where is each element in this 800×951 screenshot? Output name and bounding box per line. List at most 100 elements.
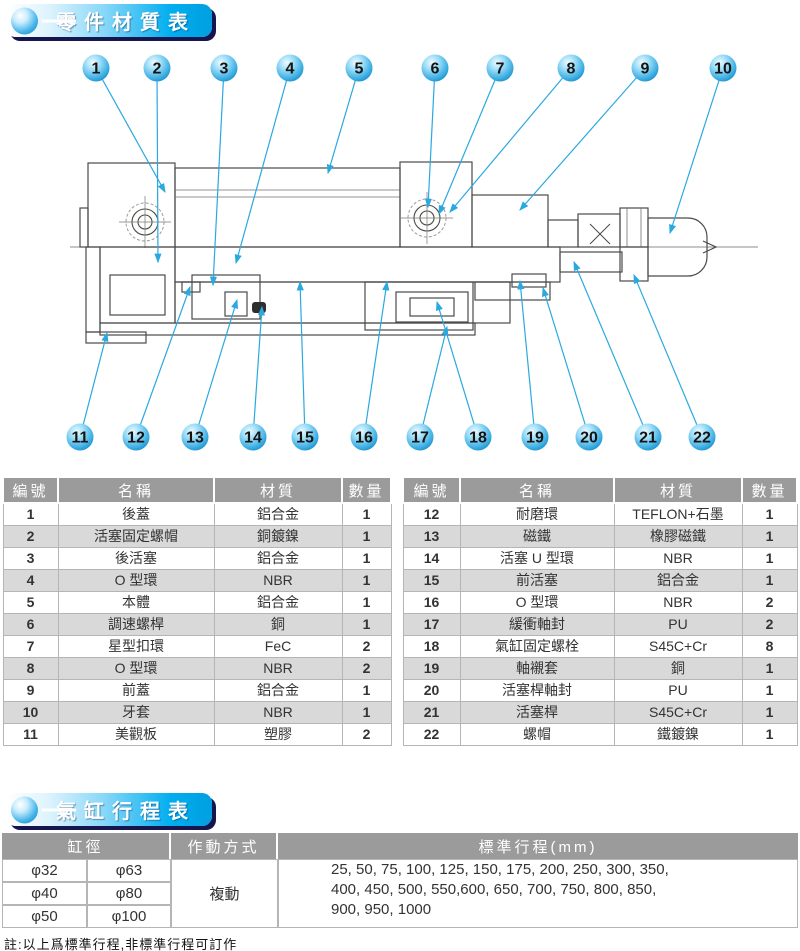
dash-line xyxy=(42,808,76,811)
bore-cell: φ100 xyxy=(87,905,171,928)
svg-text:20: 20 xyxy=(580,430,598,447)
bore-cell: φ63 xyxy=(87,859,171,882)
dash-line xyxy=(42,19,76,22)
svg-text:9: 9 xyxy=(641,61,650,78)
callout-6: 6 xyxy=(421,54,449,82)
callout-2: 2 xyxy=(143,54,171,82)
callout-7: 7 xyxy=(486,54,514,82)
col-header-bore: 缸徑 xyxy=(2,833,171,859)
svg-text:1: 1 xyxy=(92,61,101,78)
rod-section xyxy=(559,251,623,273)
callouts-top: 1 2 3 4 5 6 7 8 9 10 xyxy=(82,54,737,82)
svg-text:16: 16 xyxy=(355,430,373,447)
bore-cell: φ32 xyxy=(2,859,87,882)
stroke-table-header: 缸徑 作動方式 標準行程(mm) xyxy=(2,833,798,859)
callout-11: 11 xyxy=(66,423,94,451)
bolt-cavity xyxy=(395,291,469,323)
front-cover xyxy=(471,194,549,248)
rear-cap xyxy=(87,162,176,248)
col-header-material: 材質 xyxy=(213,476,343,504)
callout-3: 3 xyxy=(210,54,238,82)
section-title: 零件材質表 xyxy=(56,12,196,34)
callout-22: 22 xyxy=(688,423,716,451)
section-header-stroke: 氣缸行程表 xyxy=(6,793,212,826)
svg-text:12: 12 xyxy=(127,430,145,447)
standard-stroke-cell: 25, 50, 75, 100, 125, 150, 175, 200, 250… xyxy=(278,859,798,928)
callout-20: 20 xyxy=(575,423,603,451)
col-header-no: 編號 xyxy=(402,476,461,504)
callout-17: 17 xyxy=(406,423,434,451)
callout-21: 21 xyxy=(634,423,662,451)
svg-text:15: 15 xyxy=(296,430,314,447)
col-header-qty: 數量 xyxy=(341,476,392,504)
stroke-table-body: φ32 φ63 複動 25, 50, 75, 100, 125, 150, 17… xyxy=(2,859,798,928)
cylinder-stroke-table: 缸徑 作動方式 標準行程(mm) φ32 φ63 複動 25, 50, 75, … xyxy=(2,833,798,928)
col-header-name: 名稱 xyxy=(57,476,215,504)
callout-10: 10 xyxy=(709,54,737,82)
col-header-stroke: 標準行程(mm) xyxy=(278,833,798,859)
svg-text:10: 10 xyxy=(714,61,732,78)
section-header-parts-material: 零件材質表 xyxy=(6,4,212,37)
rear-screw-head xyxy=(118,195,172,249)
rod-step xyxy=(547,219,579,248)
stroke-line: 400, 450, 500, 550,600, 650, 700, 750, 8… xyxy=(331,881,657,898)
svg-text:13: 13 xyxy=(186,430,204,447)
section-title: 氣缸行程表 xyxy=(56,801,196,823)
col-header-action: 作動方式 xyxy=(171,833,278,859)
callout-18: 18 xyxy=(464,423,492,451)
cone-mark xyxy=(589,223,611,245)
bore-cell: φ80 xyxy=(87,882,171,905)
svg-text:21: 21 xyxy=(639,430,657,447)
col-header-material: 材質 xyxy=(613,476,743,504)
svg-text:17: 17 xyxy=(411,430,429,447)
svg-text:18: 18 xyxy=(469,430,487,447)
rod-collar xyxy=(577,213,621,248)
callout-5: 5 xyxy=(345,54,373,82)
svg-text:7: 7 xyxy=(496,61,505,78)
callout-9: 9 xyxy=(631,54,659,82)
callout-1: 1 xyxy=(82,54,110,82)
callout-14: 14 xyxy=(239,423,267,451)
svg-text:14: 14 xyxy=(244,430,262,447)
svg-text:11: 11 xyxy=(72,430,89,447)
svg-text:5: 5 xyxy=(355,61,364,78)
callouts-bottom: 11 12 13 14 15 16 17 18 19 20 21 22 xyxy=(66,423,716,451)
cylinder-cross-section-diagram: 1 2 3 4 5 6 7 8 9 10 11 12 13 14 15 16 1… xyxy=(66,54,758,451)
col-header-qty: 數量 xyxy=(741,476,798,504)
callout-12: 12 xyxy=(122,423,150,451)
rear-cavity xyxy=(109,274,166,316)
bottom-wall-section xyxy=(99,322,476,336)
u-ring-seal xyxy=(252,302,266,313)
svg-text:6: 6 xyxy=(431,61,440,78)
action-cell: 複動 xyxy=(171,859,278,928)
callout-4: 4 xyxy=(276,54,304,82)
rear-piston-section xyxy=(191,274,261,320)
callout-16: 16 xyxy=(350,423,378,451)
svg-text:2: 2 xyxy=(153,61,162,78)
callout-15: 15 xyxy=(291,423,319,451)
magnet-block xyxy=(224,291,248,317)
wear-ring xyxy=(181,281,201,293)
cover-plate-section xyxy=(85,246,101,333)
rod-tip xyxy=(702,240,718,254)
svg-text:3: 3 xyxy=(220,61,229,78)
body-wall-section xyxy=(174,246,561,283)
